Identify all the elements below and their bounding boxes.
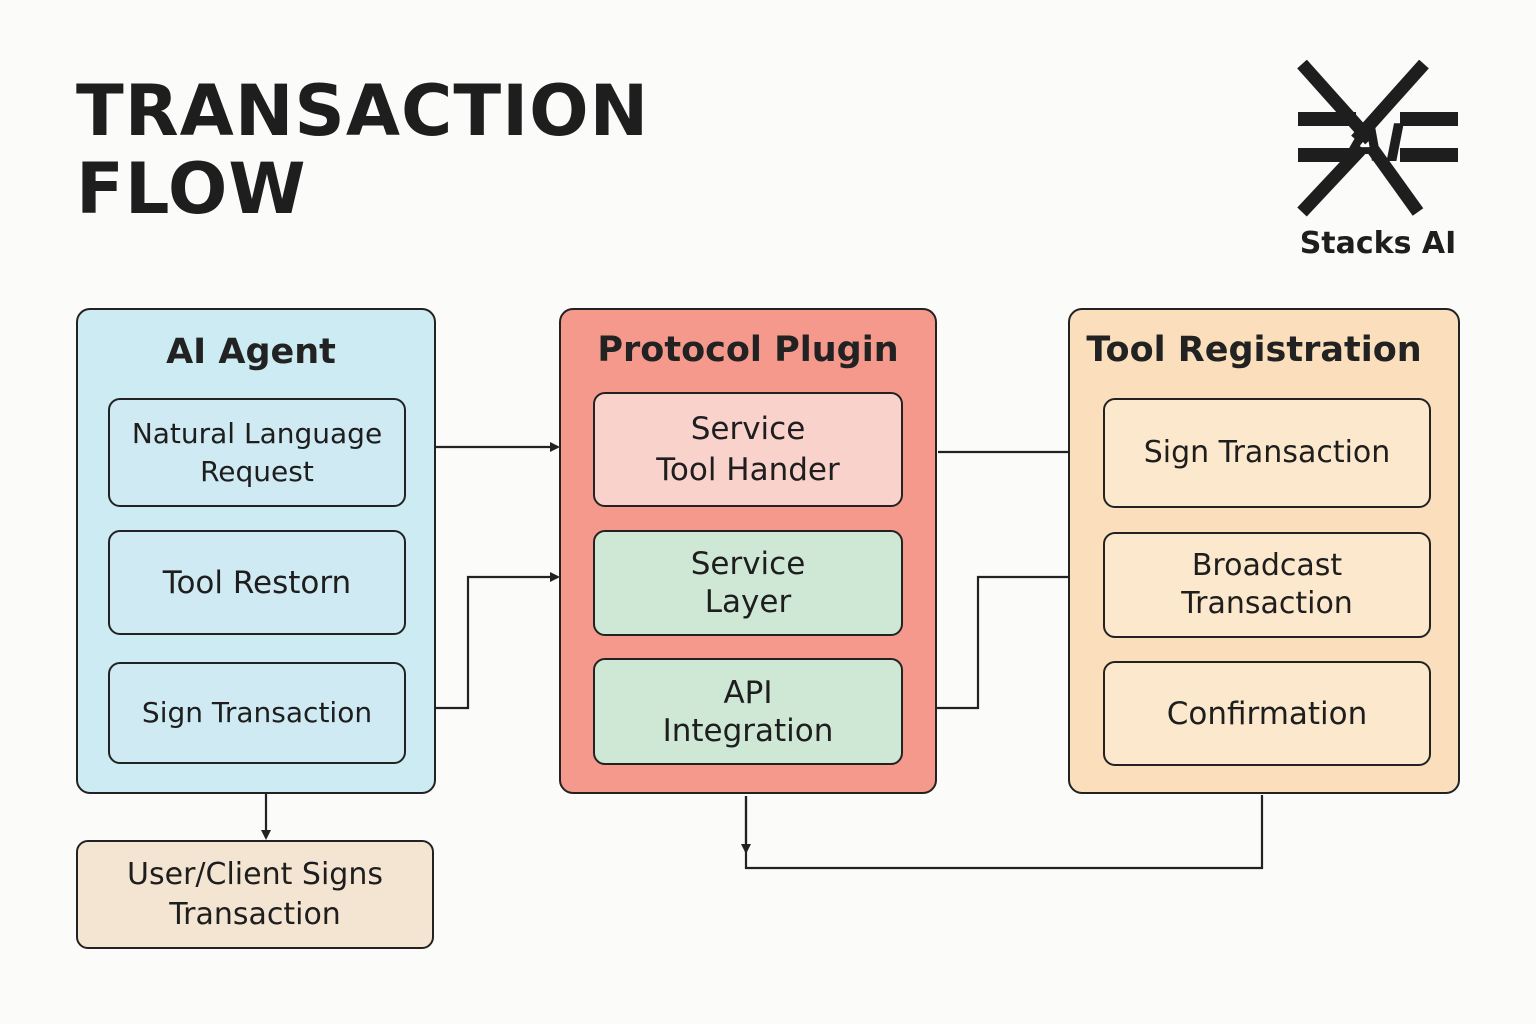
arrow-registration-to-plugin (744, 795, 1264, 870)
stacks-ai-logo: AI Stacks AI (1292, 60, 1464, 270)
logo-label: Stacks AI (1299, 226, 1457, 261)
confirmation-label: Confirmation (1166, 695, 1368, 732)
tool-restorn-label: Tool Restorn (162, 564, 352, 601)
registration-sign-transaction-label: Sign Transaction (1143, 435, 1391, 470)
title-line-1: TRANSACTION (76, 70, 650, 152)
tool-restorn-box: Tool Restorn (108, 530, 406, 635)
client-signs-label: User/Client Signs Transaction (127, 856, 383, 932)
agent-sign-transaction-box: Sign Transaction (108, 662, 406, 764)
client-signs-box: User/Client Signs Transaction (76, 840, 434, 949)
natural-language-request-box: Natural Language Request (108, 398, 406, 507)
logo-mark-text: AI (1341, 114, 1405, 174)
broadcast-transaction-label: Broadcast Transaction (1181, 548, 1353, 621)
protocol-plugin-title: Protocol Plugin (597, 330, 899, 370)
confirmation-box: Confirmation (1103, 661, 1431, 766)
service-tool-handler-label: Service Tool Hander (656, 410, 840, 488)
page-title: TRANSACTION FLOW (76, 72, 649, 228)
api-integration-label: API Integration (662, 674, 834, 749)
broadcast-transaction-box: Broadcast Transaction (1103, 532, 1431, 638)
title-line-2: FLOW (76, 148, 307, 230)
ai-agent-title: AI Agent (166, 332, 336, 372)
registration-sign-transaction-box: Sign Transaction (1103, 398, 1431, 508)
ai-agent-panel: AI Agent Natural Language Request Tool R… (76, 308, 436, 794)
natural-language-request-label: Natural Language Request (131, 416, 383, 488)
service-tool-handler-box: Service Tool Hander (593, 392, 903, 507)
stacks-logo-icon: AI (1297, 60, 1458, 217)
arrow-sign-to-service-layer (404, 572, 560, 710)
api-integration-box: API Integration (593, 658, 903, 765)
agent-sign-transaction-label: Sign Transaction (141, 696, 373, 729)
tool-registration-panel: Tool Registration Sign Transaction Broad… (1068, 308, 1460, 794)
arrow-api-to-broadcast (902, 572, 1104, 710)
service-layer-label: Service Layer (690, 546, 806, 620)
tool-registration-title: Tool Registration (1086, 330, 1422, 370)
protocol-plugin-panel: Protocol Plugin Service Tool Hander Serv… (559, 308, 937, 794)
service-layer-box: Service Layer (593, 530, 903, 636)
